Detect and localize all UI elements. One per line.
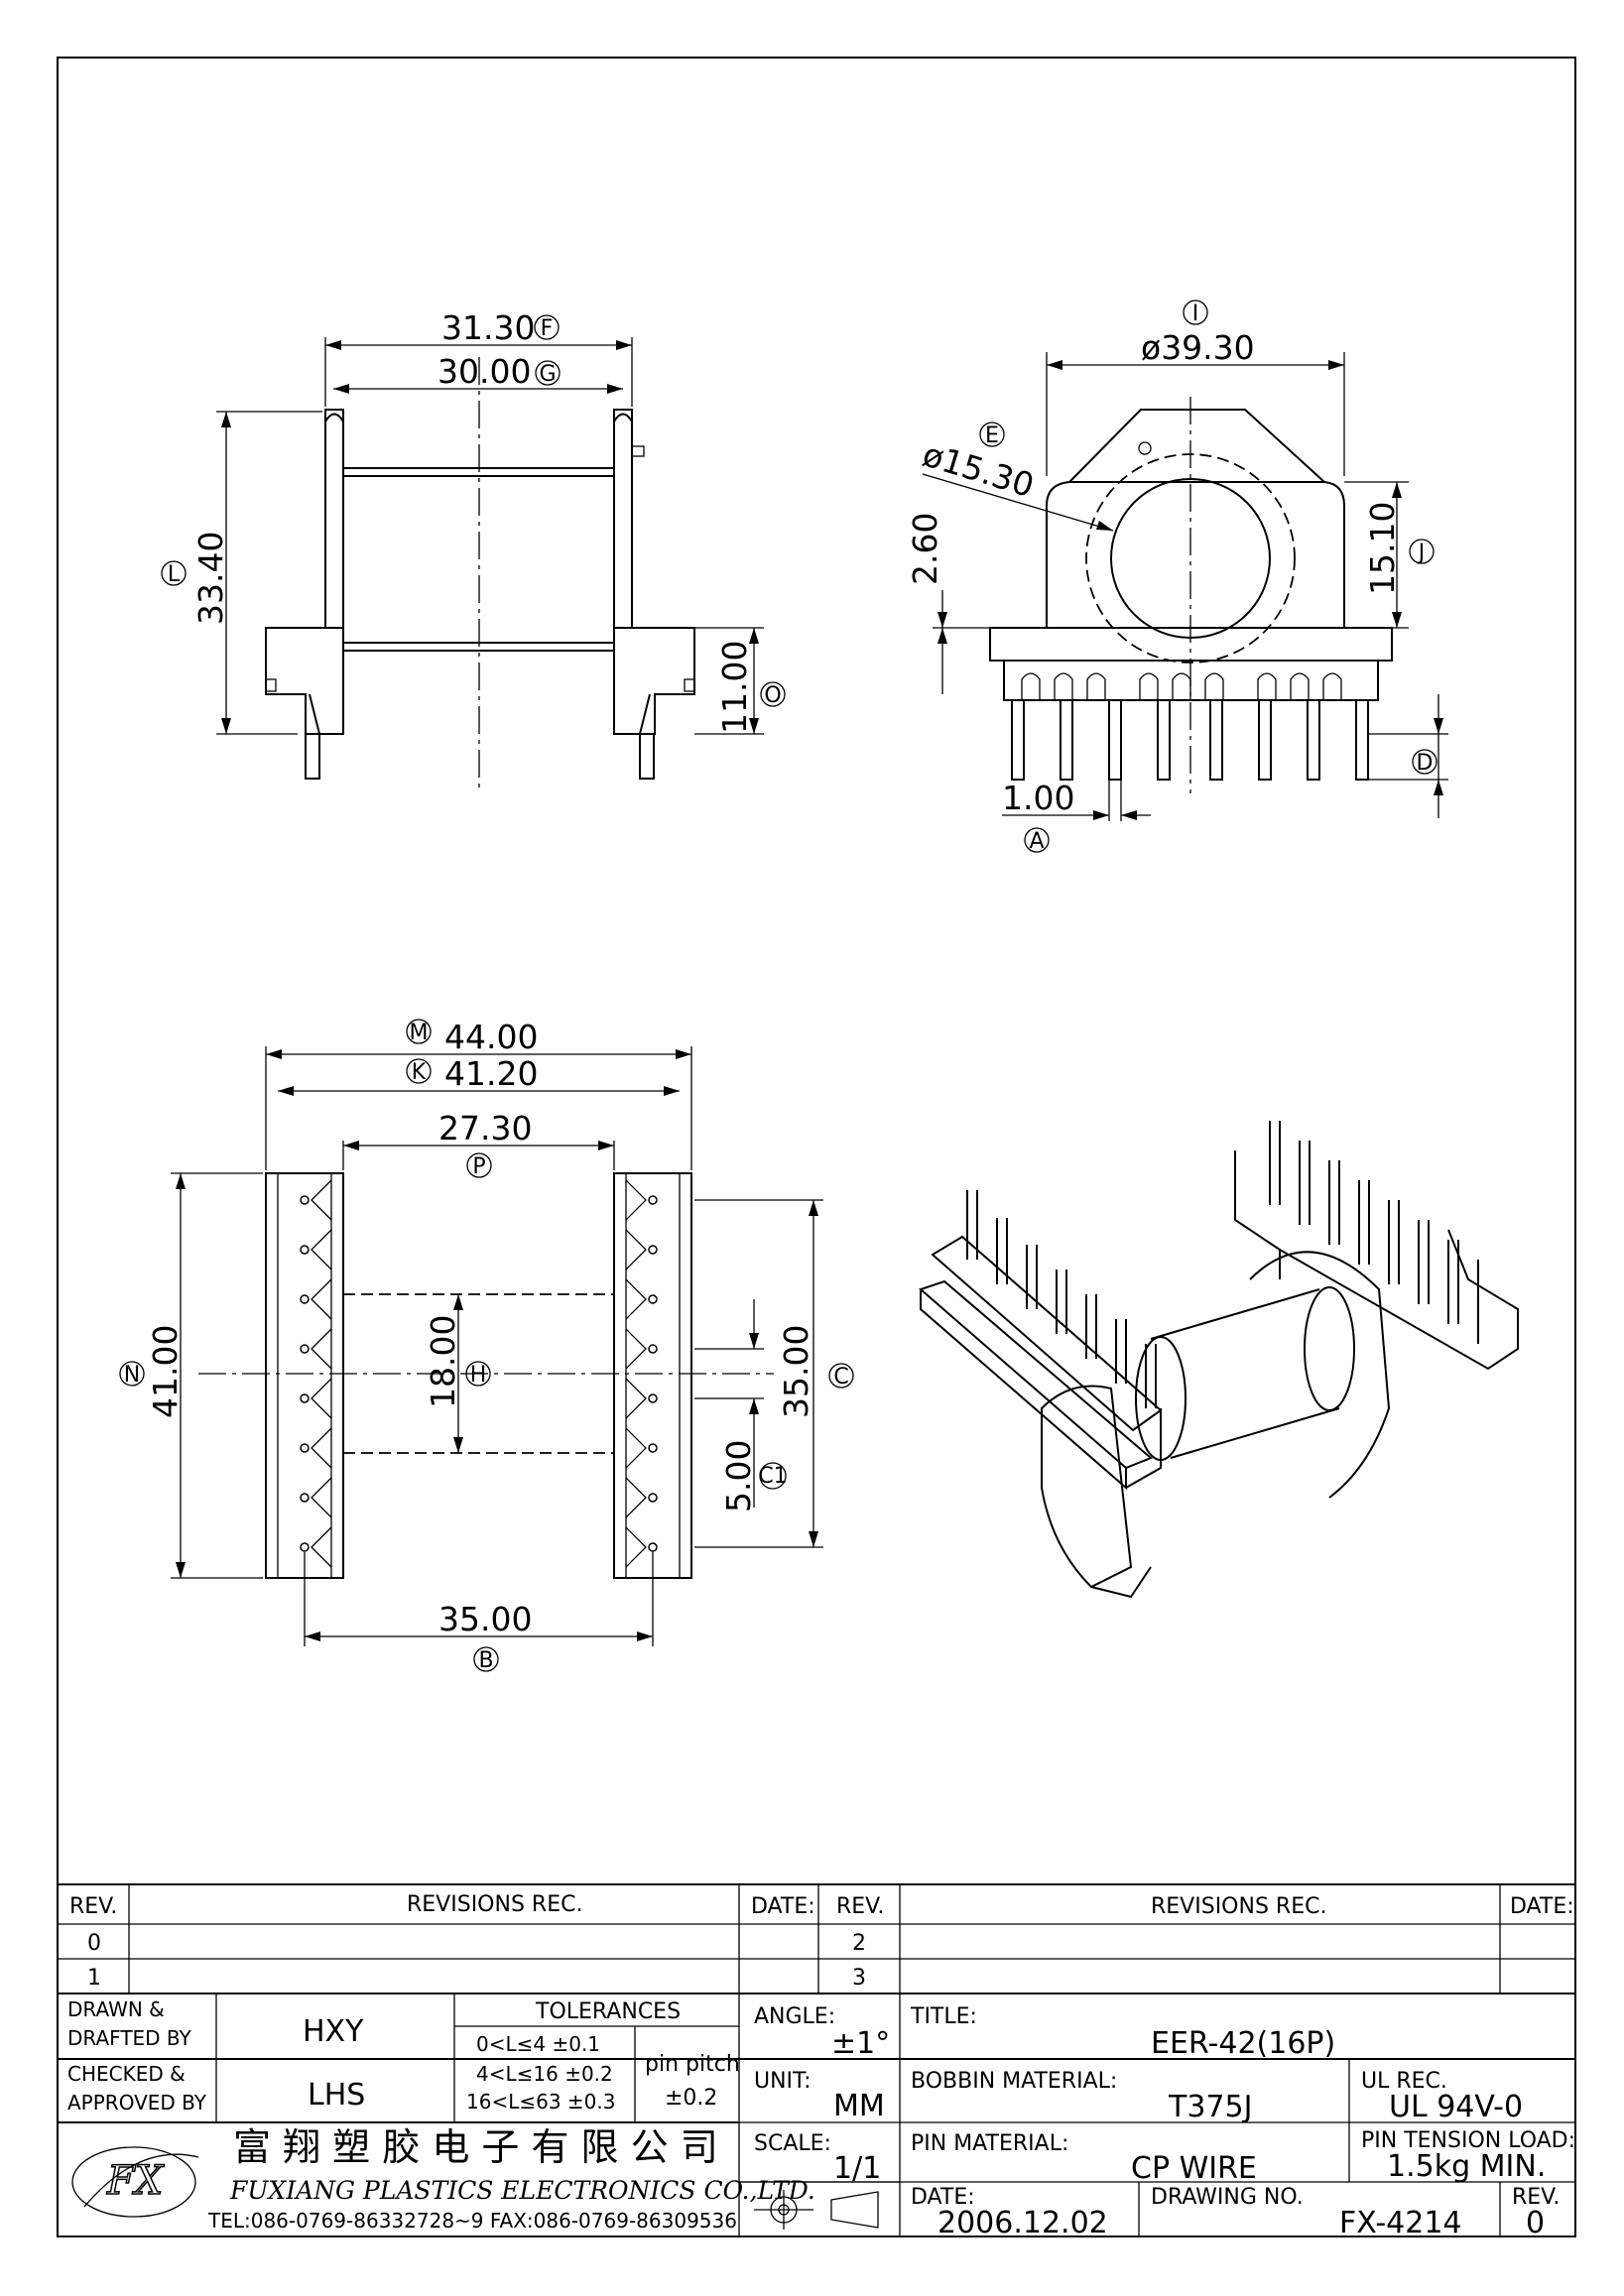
date-label: DATE:	[911, 2185, 975, 2210]
ul-rec-value: UL 94V-0	[1389, 2090, 1523, 2124]
dim-m: 44.00	[444, 1018, 538, 1056]
pin-pitch-label: pin pitch	[645, 2052, 740, 2077]
rec-header-right: REVISIONS REC.	[1151, 1894, 1326, 1919]
dim-g: 30.00	[437, 352, 531, 391]
marker-k: K	[412, 1060, 427, 1085]
scale-value: 1/1	[833, 2151, 881, 2186]
title-label: TITLE:	[910, 2004, 977, 2029]
pin-pitch-value: ±0.2	[665, 2086, 717, 2111]
marker-n: N	[124, 1363, 140, 1388]
marker-p: P	[472, 1154, 485, 1179]
rev-label: REV.	[1512, 2185, 1560, 2210]
scale-label: SCALE:	[754, 2131, 831, 2156]
tolerances-label: TOLERANCES	[535, 1999, 681, 2024]
drawing-no-value: FX-4214	[1339, 2206, 1462, 2240]
dim-n: 41.00	[146, 1325, 185, 1418]
dim-c1: 5.00	[719, 1440, 758, 1512]
drawn-value: HXY	[303, 2014, 364, 2049]
company-logo: FX	[71, 2146, 199, 2218]
dim-b: 35.00	[438, 1600, 532, 1638]
company-name-cn: 富 翔 塑 胶 电 子 有 限 公 司	[233, 2125, 718, 2169]
angle-value: ±1°	[831, 2026, 890, 2061]
title-value: EER-42(16P)	[1151, 2026, 1335, 2061]
tol-1: 0<L≤4 ±0.1	[476, 2032, 600, 2056]
dim-h: 18.00	[424, 1315, 462, 1408]
marker-l: L	[168, 562, 181, 587]
dim-o: 11.00	[715, 641, 754, 734]
projection-symbol	[754, 2190, 879, 2230]
pin-material-value: CP WIRE	[1131, 2151, 1257, 2186]
dim-l: 33.40	[191, 532, 230, 625]
rev-row-1: 1	[87, 1966, 101, 1991]
bottom-view: 44.00 M 41.20 K 27.30 P 41.00 N 18.00 H	[119, 1018, 854, 1673]
marker-e: E	[985, 423, 999, 448]
unit-value: MM	[833, 2089, 885, 2123]
tol-2: 4<L≤16 ±0.2	[476, 2062, 613, 2086]
marker-h: H	[470, 1363, 487, 1388]
date-header-right: DATE:	[1510, 1894, 1574, 1919]
drawn-label-1: DRAWN &	[67, 1997, 165, 2021]
dim-a: 1.00	[1002, 779, 1074, 817]
rev-row-2: 2	[852, 1931, 866, 1956]
dim-260: 2.60	[906, 513, 944, 585]
checked-value: LHS	[308, 2078, 365, 2113]
tol-3: 16<L≤63 ±0.3	[466, 2090, 615, 2114]
logo-text: FX	[106, 2158, 165, 2204]
company-contact: TEL:086-0769-86332728~9 FAX:086-0769-863…	[207, 2209, 737, 2233]
marker-d: D	[1417, 751, 1434, 776]
front-view: 31.30 F 30.00 G 33.40 L 11.00 O	[161, 308, 786, 788]
dim-p: 27.30	[438, 1109, 532, 1148]
rec-header-left: REVISIONS REC.	[407, 1892, 582, 1917]
bobbin-material-value: T375J	[1168, 2090, 1252, 2124]
marker-c1: C1	[758, 1464, 787, 1489]
marker-b: B	[478, 1648, 493, 1673]
rev-value: 0	[1526, 2206, 1545, 2240]
date-header-left: DATE:	[751, 1894, 815, 1919]
pin-tension-label: PIN TENSION LOAD:	[1361, 2128, 1575, 2153]
sheet-border	[57, 57, 1576, 2237]
drawn-label-2: DRAFTED BY	[67, 2026, 192, 2050]
marker-i: I	[1192, 302, 1199, 326]
unit-label: UNIT:	[754, 2069, 811, 2094]
marker-a: A	[1029, 829, 1044, 854]
marker-j: J	[1417, 541, 1426, 565]
pin-material-label: PIN MATERIAL:	[911, 2131, 1068, 2156]
marker-f: F	[541, 316, 554, 341]
date-value: 2006.12.02	[937, 2206, 1108, 2240]
rev-header-left: REV.	[69, 1894, 117, 1919]
drawing-no-label: DRAWING NO.	[1151, 2185, 1304, 2210]
company-name-en: FUXIANG PLASTICS ELECTRONICS CO.,LTD.	[229, 2176, 815, 2205]
dim-f: 31.30	[441, 308, 535, 347]
title-block: REV. REVISIONS REC. DATE: REV. REVISIONS…	[58, 1883, 1575, 2240]
marker-c: C	[833, 1365, 848, 1390]
rev-row-0: 0	[87, 1931, 101, 1956]
marker-m: M	[410, 1021, 429, 1045]
side-view: ø39.30 I ø15.30 E 2.60 15.10 J D	[906, 300, 1448, 854]
isometric-view	[919, 1121, 1519, 1599]
checked-label-1: CHECKED &	[67, 2062, 186, 2086]
dim-i: ø39.30	[1141, 328, 1255, 367]
rev-row-3: 3	[852, 1966, 866, 1991]
checked-label-2: APPROVED BY	[67, 2091, 207, 2115]
dim-j: 15.10	[1363, 502, 1402, 595]
dim-c: 35.00	[777, 1325, 815, 1418]
pin-tension-value: 1.5kg MIN.	[1387, 2149, 1546, 2184]
dim-e: ø15.30	[919, 434, 1039, 505]
pins	[1011, 699, 1369, 781]
dim-k: 41.20	[444, 1054, 538, 1093]
ul-rec-label: UL REC.	[1361, 2069, 1447, 2094]
rev-header-right: REV.	[836, 1894, 884, 1919]
marker-o: O	[764, 683, 781, 708]
bobbin-material-label: BOBBIN MATERIAL:	[911, 2069, 1117, 2094]
marker-g: G	[539, 362, 556, 387]
angle-label: ANGLE:	[754, 2004, 835, 2029]
pin-slots	[1021, 672, 1342, 700]
